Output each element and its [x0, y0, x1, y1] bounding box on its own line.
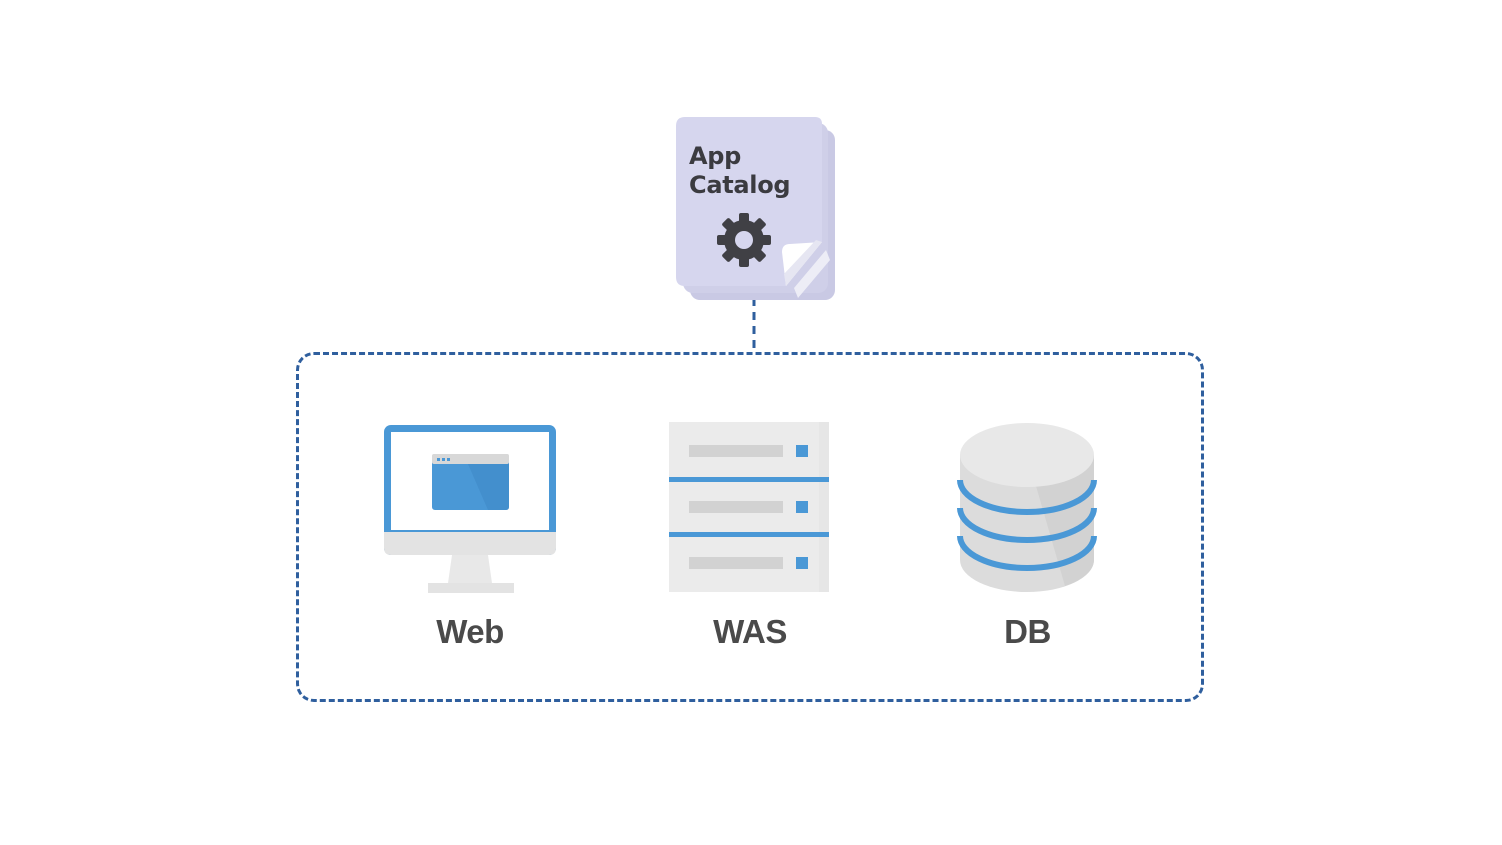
- component-was: WAS: [665, 420, 835, 660]
- component-was-label: WAS: [713, 613, 787, 650]
- catalog-title: App Catalog: [689, 142, 791, 200]
- database-icon: [957, 423, 1097, 592]
- gear-icon: [717, 213, 771, 267]
- component-web-label: Web: [436, 613, 504, 650]
- monitor-icon: [384, 425, 556, 593]
- catalog-title-line2: Catalog: [689, 171, 791, 199]
- server-icon: [669, 422, 829, 592]
- component-web: Web: [380, 420, 560, 660]
- component-db-label: DB: [1004, 613, 1051, 650]
- catalog-title-line1: App: [689, 142, 742, 170]
- app-catalog-card: App Catalog: [670, 110, 845, 310]
- deployment-group-box: [296, 352, 1204, 702]
- catalog-document-stack: [676, 117, 835, 300]
- component-db: DB: [955, 420, 1100, 660]
